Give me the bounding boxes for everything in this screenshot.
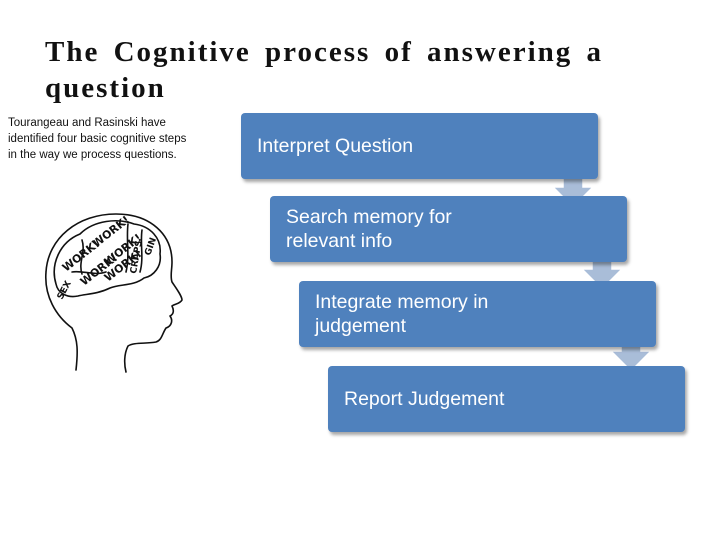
step-search-memory: Search memory for relevant info [270, 196, 627, 262]
step-4-line-1: Report Judgement [344, 388, 505, 410]
step-1-line-1: Interpret Question [257, 135, 414, 157]
step-3-line-2: judgement [315, 315, 407, 337]
step-report-judgement: Report Judgement [328, 366, 685, 432]
slide-title: The Cognitive process of answering a que… [45, 34, 685, 106]
intro-caption: Tourangeau and Rasinski have identified … [8, 115, 233, 163]
caption-line-1: Tourangeau and Rasinski have [8, 117, 166, 129]
caption-line-2: identified four basic cognitive steps [8, 133, 187, 145]
caption-line-3: in the way we process questions. [8, 149, 177, 161]
step-2-line-2: relevant info [286, 230, 393, 252]
step-2-line-1: Search memory for [286, 206, 452, 228]
brain-word-7: GIN [143, 236, 159, 257]
brain-word-8: SEX [56, 279, 74, 301]
step-3-line-1: Integrate memory in [315, 291, 489, 313]
slide-title-line-2: question [45, 72, 166, 104]
head-brain-icon: WORK! WORK! WORK! WORK! WORK! CRAPS GIN … [45, 213, 183, 373]
slide-title-line-1: The Cognitive process of answering a [45, 36, 604, 68]
step-integrate-memory: Integrate memory in judgement [299, 281, 656, 347]
step-interpret-question: Interpret Question [241, 113, 598, 179]
